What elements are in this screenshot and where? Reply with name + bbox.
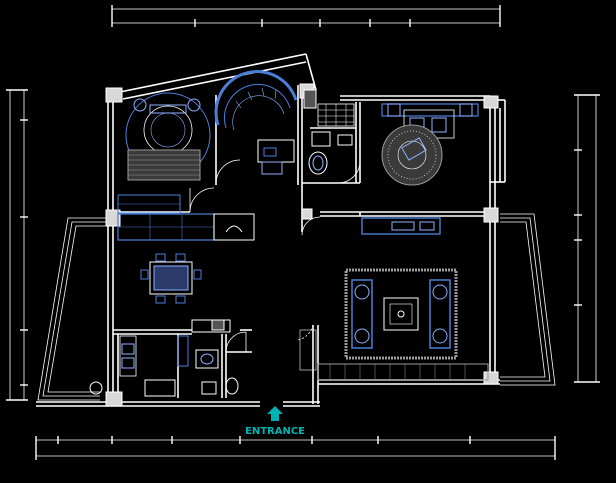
kitchen [89,319,239,397]
door-swings [189,159,361,353]
dining-area [140,253,202,304]
entrance-label: ENTRANCE [245,426,305,437]
dimension-lines [6,5,600,460]
entrance-marker: ENTRANCE [245,406,305,437]
living-room [299,217,489,381]
bedroom-right [381,103,479,186]
bedroom-left [117,92,211,214]
wardrobe [117,213,255,241]
balconies [37,213,556,401]
bathroom-top [303,89,355,175]
study-room [214,70,298,175]
walls [36,53,506,407]
